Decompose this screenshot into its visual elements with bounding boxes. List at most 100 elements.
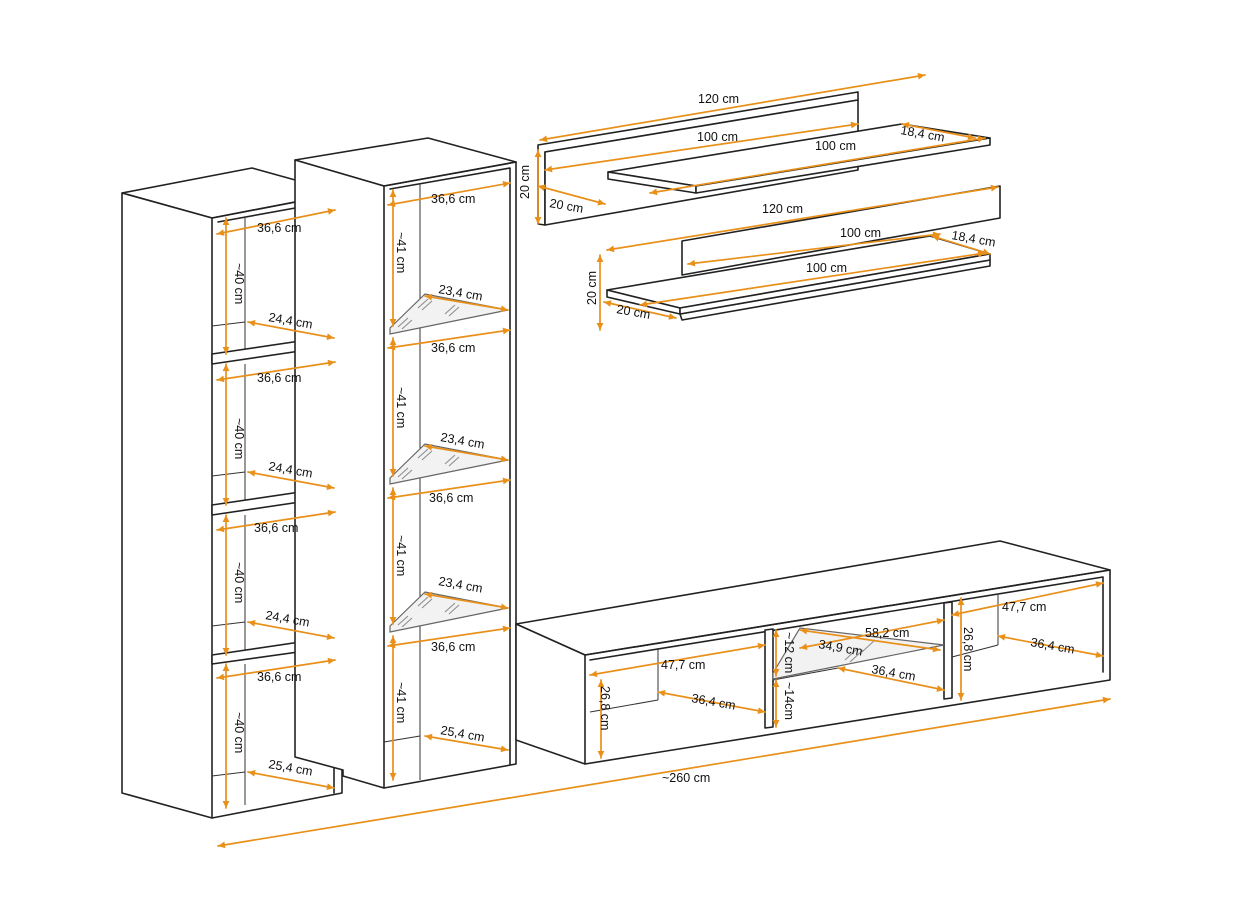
label-shelf-b-back-length: 100 cm: [840, 226, 881, 240]
dimension-arrow-shelf-b-depth: [931, 234, 991, 256]
dimension-arrow-tv-mid-d: [837, 666, 945, 692]
dimension-arrow-tv-mid-g: [799, 627, 941, 653]
tv-mid-floor: [772, 667, 839, 681]
tv-right-floor: [951, 644, 999, 658]
dimension-arrow-tv-left-w: [589, 642, 766, 678]
label-shelf-b-sub: 20 cm: [615, 302, 651, 322]
label-shelf-b-width: 120 cm: [762, 202, 803, 216]
wall-shelf-b: [606, 185, 1001, 321]
tv-divider-left: [764, 628, 774, 729]
dimension-arrow-left-d1: [247, 319, 335, 341]
dimension-arrow-left-d2: [247, 469, 335, 491]
left-shelf-back-1: [211, 321, 246, 327]
dimension-arrow-left-h2: [222, 363, 230, 506]
dimension-arrow-mid-h2: [389, 337, 397, 477]
label-tv-mid-bottom-height: ~14cm: [782, 682, 796, 720]
dimension-arrow-shelf-a-depth: [901, 121, 976, 141]
dimension-arrow-mid-h1: [389, 189, 397, 327]
dimension-arrow-mid-g3: [424, 591, 509, 611]
label-left-width-2: 36,6 cm: [257, 371, 301, 385]
label-left-height-2: ~40 cm: [232, 418, 246, 459]
dimension-arrow-tv-right-w: [951, 581, 1104, 617]
tv-stand-inner: [589, 576, 1104, 673]
label-tv-left-width: 47,7 cm: [661, 658, 705, 672]
label-mid-width-3: 36,6 cm: [429, 491, 473, 505]
label-left-width-4: 36,6 cm: [257, 670, 301, 684]
dimension-arrow-left-d3: [247, 619, 335, 641]
dimension-arrow-mid-h4: [389, 635, 397, 781]
label-tv-mid-depth: 36,4 cm: [870, 662, 916, 684]
dimension-arrow-left-w3: [216, 509, 336, 533]
label-tv-left-depth: 36,4 cm: [690, 691, 736, 713]
dimension-arrow-shelf-a-sub: [537, 184, 606, 206]
label-mid-height-3: ~41 cm: [394, 535, 408, 576]
label-mid-width-4: 36,6 cm: [431, 640, 475, 654]
dimension-arrow-left-d4: [247, 769, 335, 791]
dimension-arrow-tv-mid-th: [772, 629, 780, 677]
dimension-arrow-shelf-b-width: [606, 184, 999, 253]
left-shelf-back-2: [211, 471, 246, 477]
dimension-arrow-shelf-a-back: [544, 121, 859, 173]
vitrine-front: [383, 161, 517, 789]
dimension-arrow-tv-left-h: [597, 679, 605, 759]
label-tv-right-width: 47,7 cm: [1002, 600, 1046, 614]
dimension-arrow-tv-right-h: [957, 597, 965, 701]
left-shelf-back-4: [211, 771, 246, 777]
dimension-arrow-shelf-a-height: [534, 149, 542, 225]
glass-reflections: [397, 298, 460, 628]
label-shelf-b-front-length: 100 cm: [806, 261, 847, 275]
middle-vitrine: [294, 137, 517, 789]
tv-divider-right: [943, 601, 953, 700]
label-shelf-a-sub: 20 cm: [548, 196, 584, 216]
dimension-arrow-left-w4: [216, 657, 336, 681]
label-shelf-b-height: 20 cm: [585, 271, 599, 305]
dimension-arrow-shelf-a-front: [649, 135, 986, 196]
label-mid-depth-4: 25,4 cm: [439, 723, 485, 745]
label-total-width: ~260 cm: [662, 771, 710, 785]
dimension-arrow-left-w1: [216, 208, 336, 236]
wall-shelf-a: [537, 91, 991, 226]
dimension-arrow-left-h4: [222, 663, 230, 809]
dimension-arrow-mid-h3: [389, 487, 397, 625]
label-tv-mid-width: 58,2 cm: [865, 626, 909, 640]
dimension-arrow-tv-mid-w: [799, 617, 945, 651]
label-mid-width-2: 36,6 cm: [431, 341, 475, 355]
dimension-arrow-mid-g1: [424, 293, 509, 313]
label-shelf-a-height: 20 cm: [518, 165, 532, 199]
label-tv-right-height: 26,8 cm: [961, 627, 975, 671]
dimension-arrow-tv-right-d: [997, 633, 1104, 659]
shelf-b-board-front: [679, 253, 991, 315]
vitrine-bottom-back: [383, 735, 421, 743]
label-mid-height-1: ~41 cm: [394, 232, 408, 273]
label-tv-right-depth: 36,4 cm: [1029, 635, 1075, 657]
label-tv-mid-top-height: ~12 cm: [782, 632, 796, 673]
label-mid-height-2: ~41 cm: [394, 387, 408, 428]
label-left-width-3: 36,6 cm: [254, 521, 298, 535]
label-left-height-4: ~40 cm: [232, 712, 246, 753]
label-mid-width-1: 36,6 cm: [431, 192, 475, 206]
dimension-arrow-shelf-a-width: [539, 72, 926, 143]
tv-stand-front: [584, 569, 1111, 765]
dimension-arrow-shelf-b-front: [639, 250, 986, 308]
label-shelf-a-back-length: 100 cm: [697, 130, 738, 144]
dimension-arrow-shelf-b-height: [596, 254, 604, 331]
left-bookcase-side: [121, 192, 213, 819]
dimension-arrow-left-w2: [216, 359, 336, 383]
dimension-arrows: [216, 72, 1111, 849]
dimension-arrow-mid-d4: [424, 733, 509, 753]
dimension-arrow-tv-left-d: [657, 689, 766, 715]
label-shelf-a-front-length: 100 cm: [815, 139, 856, 153]
vitrine-inner: [389, 167, 511, 765]
dimension-arrow-mid-g2: [424, 443, 509, 463]
label-mid-height-4: ~41 cm: [394, 682, 408, 723]
label-left-width-1: 36,6 cm: [257, 221, 301, 235]
left-shelf-back-3: [211, 621, 246, 627]
label-tv-left-height: 26,8 cm: [598, 686, 612, 730]
dimension-arrow-total-width: [217, 696, 1111, 849]
tv-stand: [515, 540, 1111, 765]
dimension-arrow-shelf-b-sub: [603, 300, 677, 320]
label-shelf-a-width: 120 cm: [698, 92, 739, 106]
dimension-arrow-left-h3: [222, 514, 230, 656]
